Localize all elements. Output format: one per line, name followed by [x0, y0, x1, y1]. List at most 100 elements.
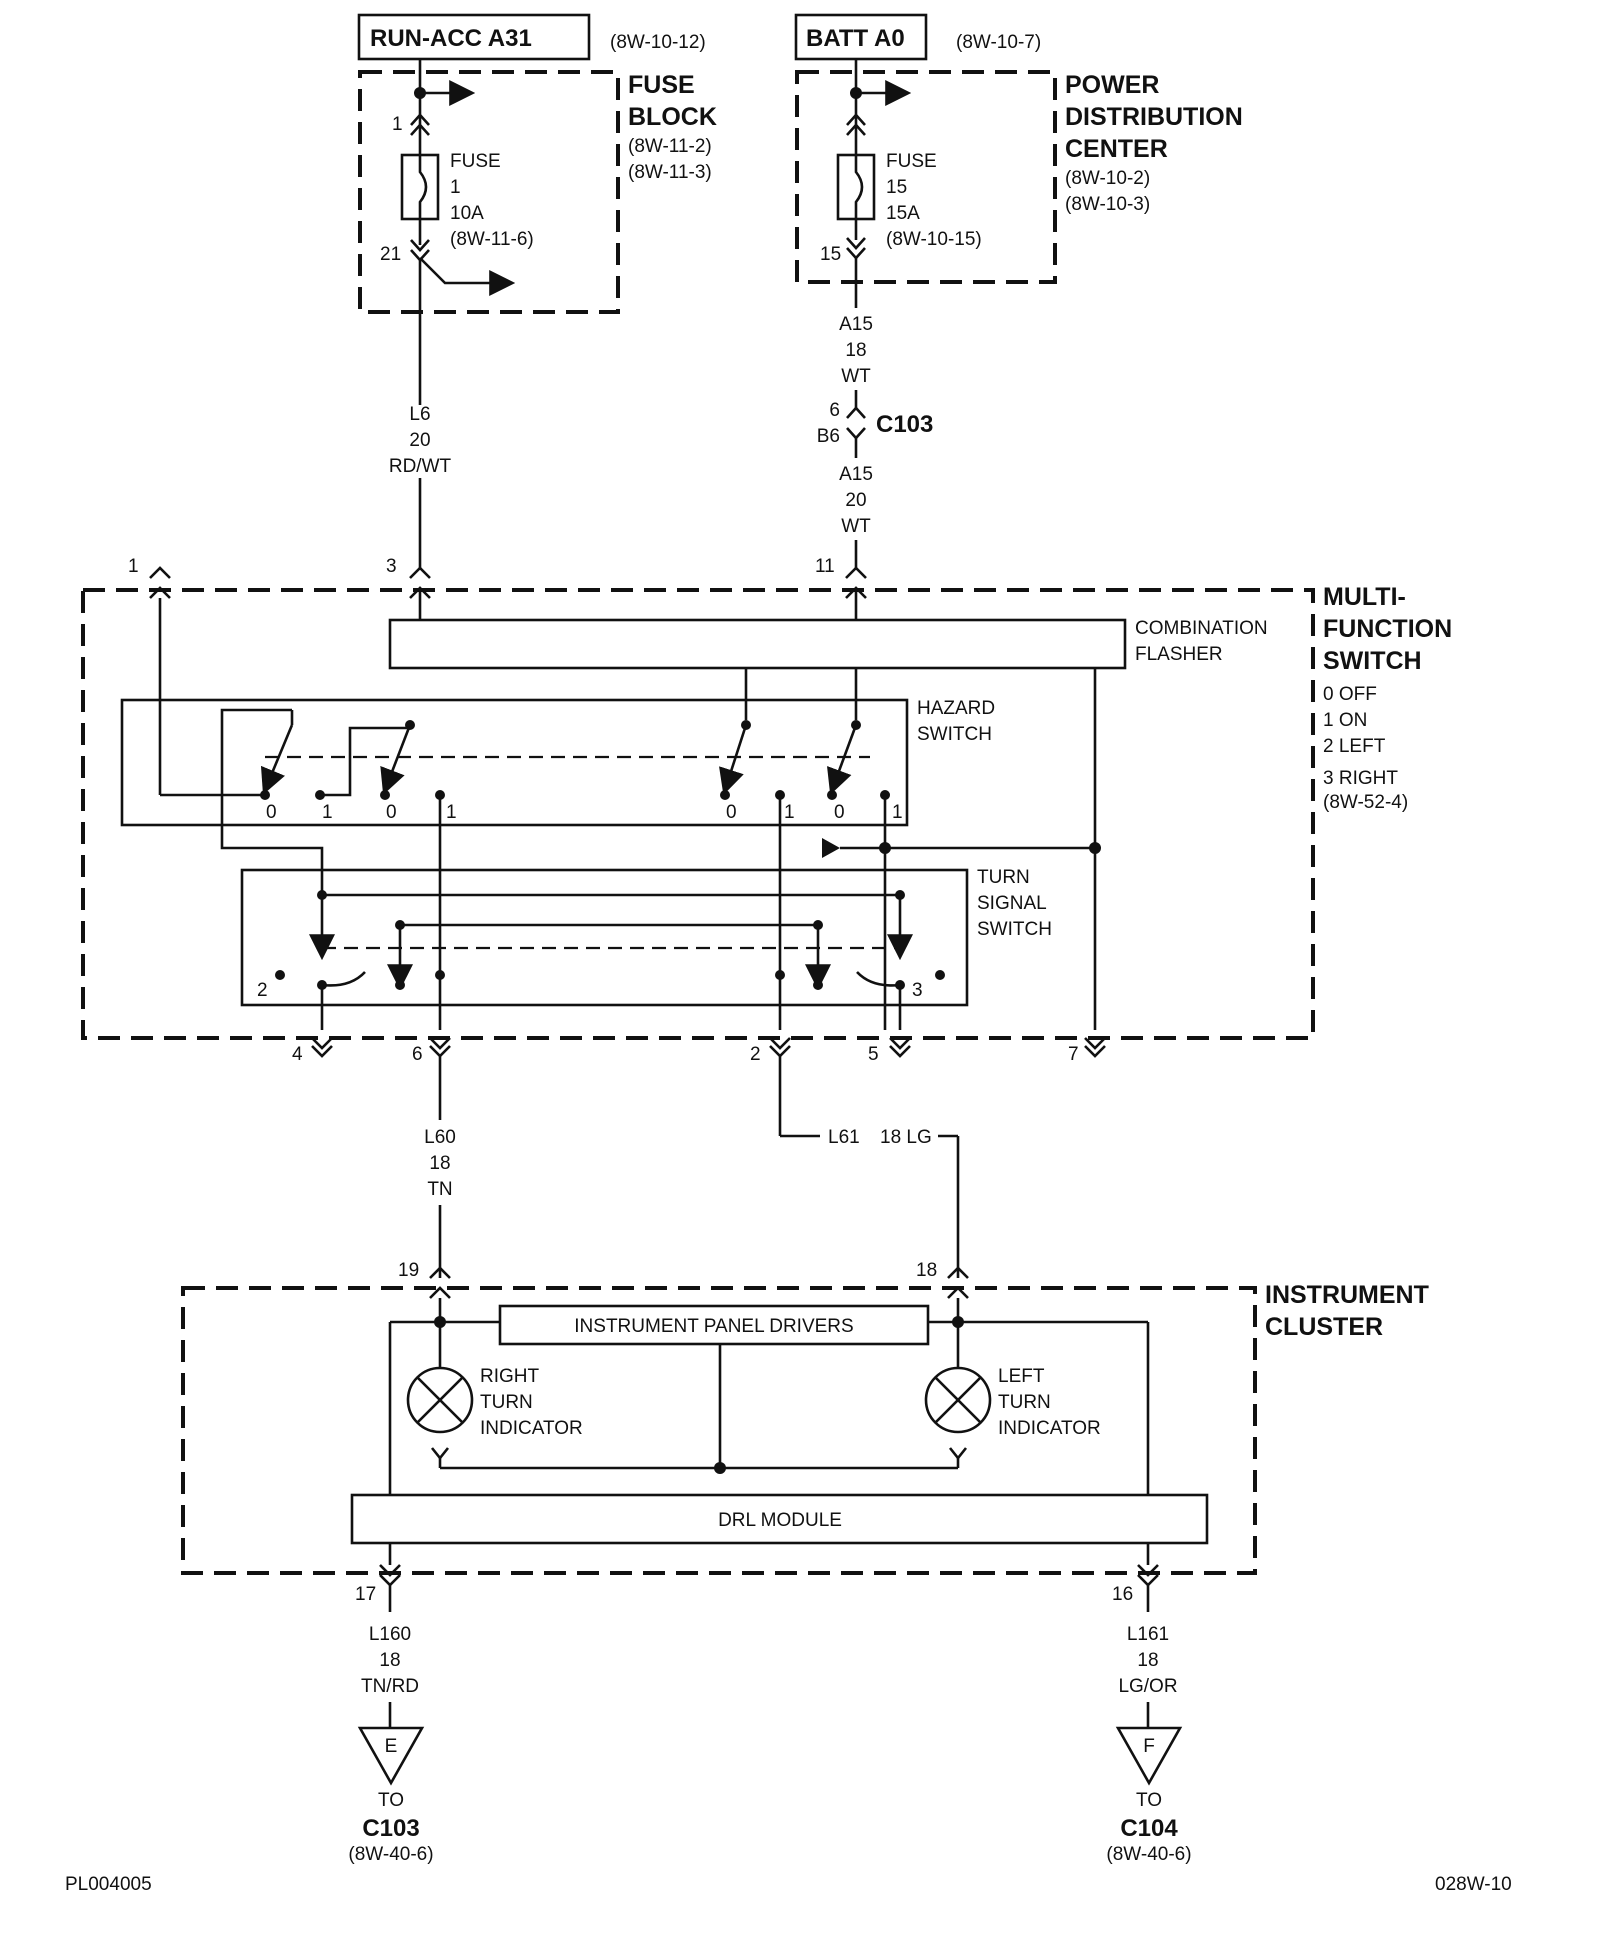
fuse-block-ref-2: (8W-11-3) [628, 162, 712, 183]
left-indicator-3: INDICATOR [998, 1418, 1101, 1439]
mfs-title-2: FUNCTION [1323, 615, 1452, 643]
turn-label-3: SWITCH [977, 919, 1052, 940]
fuse-15-number: 15 [886, 177, 907, 198]
cluster-pin-17: 17 [355, 1584, 376, 1605]
turn-pos-2: 2 [257, 980, 268, 1001]
wire-a15: A15 18 WT 6 B6 C103 A15 20 WT [817, 258, 933, 570]
mfs-title-3: SWITCH [1323, 647, 1422, 675]
l61-gauge-color: 18 LG [880, 1127, 932, 1148]
pdc-title-2: DISTRIBUTION [1065, 103, 1243, 131]
hazard-pos-1d: 1 [892, 802, 903, 823]
mfs-bottom-pin-6: 6 [412, 1044, 423, 1065]
l60-circuit: L60 [424, 1127, 456, 1148]
ref-f-connector: C104 [1120, 1815, 1178, 1842]
turn-pos-3: 3 [912, 980, 923, 1001]
fuse-block-title-2: BLOCK [628, 103, 717, 131]
l6-gauge: 20 [409, 430, 430, 451]
l60-color: TN [427, 1179, 452, 1200]
a15-upper-gauge: 18 [845, 340, 866, 361]
l161-circuit: L161 [1127, 1624, 1169, 1645]
flasher-label-1: COMBINATION [1135, 618, 1268, 639]
hazard-pos-1a: 1 [322, 802, 333, 823]
run-acc-header: RUN-ACC A31 (8W-10-12) [357, 13, 706, 61]
power-distribution-center: POWER DISTRIBUTION CENTER (8W-10-2) (8W-… [795, 59, 1243, 284]
mfs-top-pin-1: 1 [128, 556, 139, 577]
l61-circuit: L61 [828, 1127, 860, 1148]
mfs-legend-1: 1 ON [1323, 710, 1367, 731]
a15-upper-color: WT [841, 366, 871, 387]
fuse-1-number: 1 [450, 177, 461, 198]
turn-label-2: SIGNAL [977, 893, 1047, 914]
c103-pin-bottom: B6 [817, 426, 840, 447]
cluster-title-1: INSTRUMENT [1265, 1281, 1429, 1309]
fuse-block: FUSE BLOCK (8W-11-2) (8W-11-3) 1 FUSE 1 … [358, 59, 717, 314]
batt-header: BATT A0 (8W-10-7) [794, 13, 1041, 61]
fuse-15-label: FUSE [886, 151, 937, 172]
hazard-pos-1b: 1 [446, 802, 457, 823]
mfs-top-pin-11: 11 [815, 556, 835, 577]
fuse-1-rating: 10A [450, 203, 484, 224]
cluster-pin-16: 16 [1112, 1584, 1133, 1605]
reference-f: F TO C104 (8W-40-6) [1106, 1726, 1192, 1865]
a15-lower-gauge: 20 [845, 490, 866, 511]
right-indicator-1: RIGHT [480, 1366, 540, 1387]
l160-circuit: L160 [369, 1624, 411, 1645]
mfs-legend-2: 2 LEFT [1323, 736, 1386, 757]
triangle-f-icon [1115, 1726, 1183, 1786]
ref-e-to: TO [378, 1790, 404, 1811]
batt-label: BATT A0 [806, 25, 905, 52]
a15-lower-color: WT [841, 516, 871, 537]
pdc-ref-2: (8W-10-3) [1065, 194, 1150, 215]
cluster-pin-19: 19 [398, 1260, 419, 1281]
turn-label-1: TURN [977, 867, 1030, 888]
a15-upper-circuit: A15 [839, 314, 873, 335]
l6-circuit: L6 [409, 404, 430, 425]
fuse-15-rating: 15A [886, 203, 920, 224]
right-indicator-2: TURN [480, 1392, 533, 1413]
footer-code-right: 028W-10 [1435, 1874, 1512, 1895]
wire-l160: L160 18 TN/RD [361, 1585, 419, 1728]
mfs-top-pin-3: 3 [386, 556, 397, 577]
l161-gauge: 18 [1137, 1650, 1158, 1671]
batt-ref: (8W-10-7) [956, 32, 1041, 53]
wire-l61: L61 18 LG [778, 1056, 960, 1278]
mfs-bottom-pin-5: 5 [868, 1044, 879, 1065]
instrument-cluster: INSTRUMENT CLUSTER 19 18 INSTRUMENT PANE… [181, 1260, 1429, 1605]
mfs-title-1: MULTI- [1323, 583, 1406, 611]
c103-pin-top: 6 [829, 400, 840, 421]
mfs-bottom-pin-4: 4 [292, 1044, 303, 1065]
run-acc-label: RUN-ACC A31 [370, 25, 532, 52]
ip-drivers-label: INSTRUMENT PANEL DRIVERS [574, 1316, 853, 1337]
pdc-title-3: CENTER [1065, 135, 1168, 163]
fuse-15-ref: (8W-10-15) [886, 229, 982, 250]
l161-color: LG/OR [1118, 1676, 1177, 1697]
drl-module-label: DRL MODULE [718, 1510, 842, 1531]
cluster-title-2: CLUSTER [1265, 1313, 1383, 1341]
mfs-legend-4: (8W-52-4) [1323, 792, 1408, 813]
cluster-pin-18: 18 [916, 1260, 937, 1281]
l6-color: RD/WT [389, 456, 452, 477]
wire-l161: L161 18 LG/OR [1118, 1585, 1178, 1728]
wire-l60: L60 18 TN [424, 1056, 456, 1278]
hazard-pos-0c: 0 [726, 802, 737, 823]
ref-e-letter: E [385, 1736, 398, 1757]
left-indicator-2: TURN [998, 1392, 1051, 1413]
multi-function-switch: MULTI- FUNCTION SWITCH 0 OFF 1 ON 2 LEFT… [81, 556, 1452, 1065]
fuse-block-pin-in: 1 [392, 114, 403, 135]
run-acc-ref: (8W-10-12) [610, 32, 706, 53]
wire-l6: L6 20 RD/WT [389, 260, 452, 570]
a15-lower-circuit: A15 [839, 464, 873, 485]
pdc-ref-1: (8W-10-2) [1065, 168, 1150, 189]
pdc-pin-out: 15 [820, 244, 841, 265]
hazard-pos-1c: 1 [784, 802, 795, 823]
ref-e-connector: C103 [362, 1815, 419, 1842]
right-indicator-3: INDICATOR [480, 1418, 583, 1439]
left-indicator-1: LEFT [998, 1366, 1045, 1387]
hazard-pos-0d: 0 [834, 802, 845, 823]
l160-gauge: 18 [379, 1650, 400, 1671]
ref-f-ref: (8W-40-6) [1106, 1844, 1191, 1865]
triangle-e-icon [357, 1726, 425, 1786]
mfs-bottom-pin-7: 7 [1068, 1044, 1079, 1065]
hazard-pos-0a: 0 [266, 802, 277, 823]
